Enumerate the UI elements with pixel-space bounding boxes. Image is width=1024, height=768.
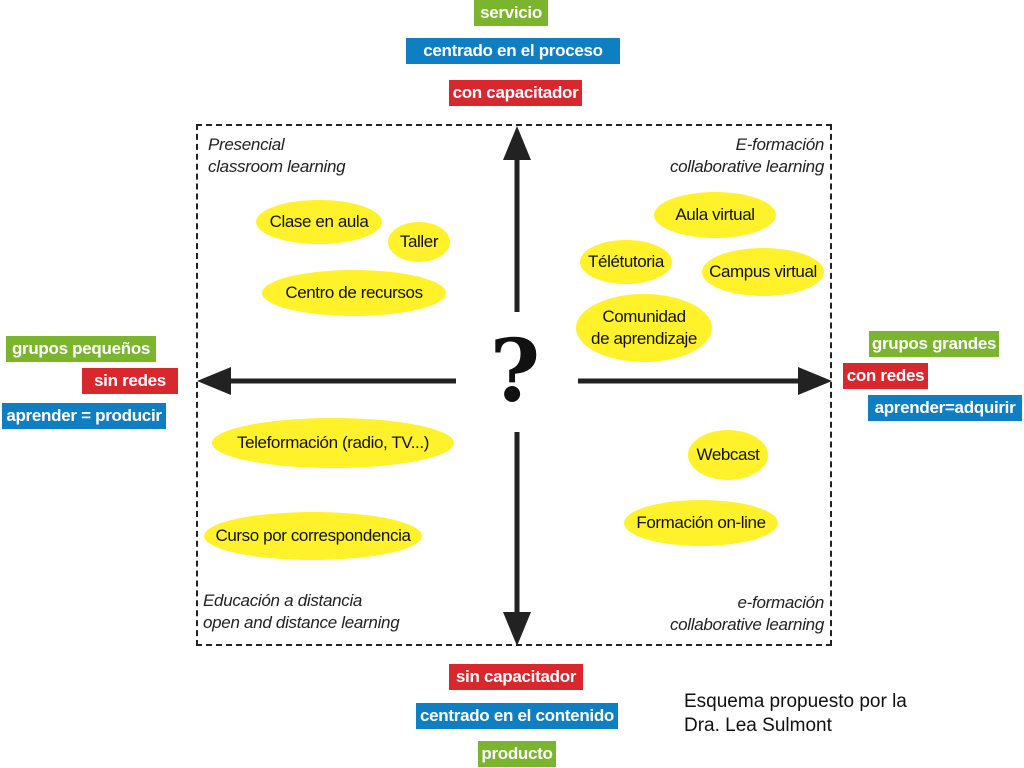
tag-producto: producto [478,741,556,767]
quadrant-frame [196,124,832,646]
corner-top-right-line1: E-formación [735,135,825,154]
corner-bottom-left-line1: Educación a distancia [203,591,363,610]
arrow-left-head [197,367,231,395]
arrow-up-head [503,126,531,160]
ellipse-comunidad-line2: de aprendizaje [591,329,697,348]
caption: Esquema propuesto por la Dra. Lea Sulmon… [684,690,907,738]
tag-grupos-pequenos: grupos pequeños [6,336,156,362]
ellipse-teleformacion: Teleformación (radio, TV...) [212,418,454,468]
corner-bottom-right: e-formación collaborative learning [670,592,824,636]
tag-sin-redes: sin redes [82,368,178,394]
caption-line1: Esquema propuesto por la [684,691,907,712]
ellipse-taller: Taller [388,222,450,262]
tag-aprender-producir: aprender = producir [2,403,166,429]
corner-bottom-left-line2: open and distance learning [203,613,400,632]
center-question-mark: ? [489,321,541,422]
ellipse-teletutoria: Télétutoria [580,240,672,284]
ellipse-formacion-on-line: Formación on-line [624,500,778,546]
ellipse-webcast: Webcast [688,430,768,480]
tag-con-redes: con redes [843,363,928,389]
corner-bottom-right-line1: e-formación [737,593,825,612]
tag-servicio: servicio [474,0,548,26]
tag-centrado-en-el-proceso: centrado en el proceso [406,38,620,64]
tag-grupos-grandes: grupos grandes [869,331,999,357]
corner-top-right-line2: collaborative learning [669,157,824,176]
ellipse-aula-virtual: Aula virtual [654,192,776,238]
corner-bottom-right-line2: collaborative learning [669,615,824,634]
ellipse-centro-de-recursos: Centro de recursos [262,270,446,316]
tag-aprender-adquirir: aprender=adquirir [868,395,1022,421]
corner-top-left-line1: Presencial [208,135,285,154]
corner-top-left: Presencial classroom learning [208,134,346,178]
ellipse-curso-por-correspondencia: Curso por correspondencia [204,512,422,560]
tag-con-capacitador: con capacitador [449,80,582,106]
ellipse-comunidad-de-aprendizaje: Comunidad de aprendizaje [576,294,712,362]
corner-top-left-line2: classroom learning [208,157,346,176]
tag-sin-capacitador: sin capacitador [449,664,583,690]
ellipse-campus-virtual: Campus virtual [702,248,824,296]
corner-bottom-left: Educación a distancia open and distance … [203,590,400,634]
ellipse-clase-en-aula: Clase en aula [256,200,382,244]
arrow-right-head [798,367,832,395]
caption-line2: Dra. Lea Sulmont [684,715,832,736]
ellipse-comunidad-line1: Comunidad [602,307,686,326]
tag-centrado-en-el-contenido: centrado en el contenido [416,703,618,729]
arrow-down-head [503,612,531,646]
corner-top-right: E-formación collaborative learning [670,134,824,178]
